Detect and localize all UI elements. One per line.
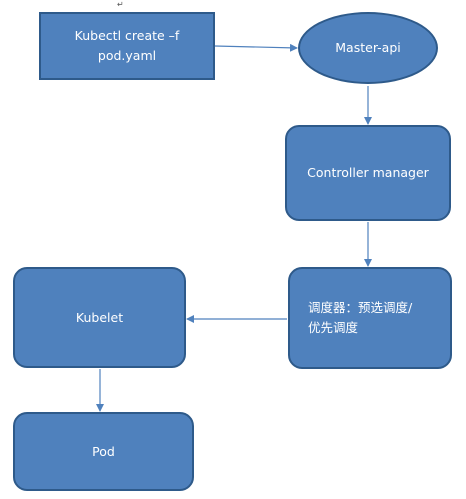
node-kubelet: Kubelet [13,267,186,368]
node-controller-manager: Controller manager [285,125,451,221]
edge-kubectl-to-master [214,43,298,52]
return-mark-icon: ↵ [117,0,124,9]
node-master-api: Master-api [298,12,438,84]
node-master-label: Master-api [335,40,401,55]
node-kubectl-create: Kubectl create –f pod.yaml [39,12,215,80]
node-controller-label: Controller manager [307,165,429,180]
node-scheduler: 调度器：预选调度/ 优先调度 [288,267,452,369]
node-kubectl-label: Kubectl create –f pod.yaml [74,28,180,63]
node-kubelet-label: Kubelet [75,309,124,325]
node-scheduler-label: 调度器：预选调度/ 优先调度 [308,300,413,335]
node-pod: Pod [13,412,194,491]
node-pod-label: Pod [92,443,115,459]
